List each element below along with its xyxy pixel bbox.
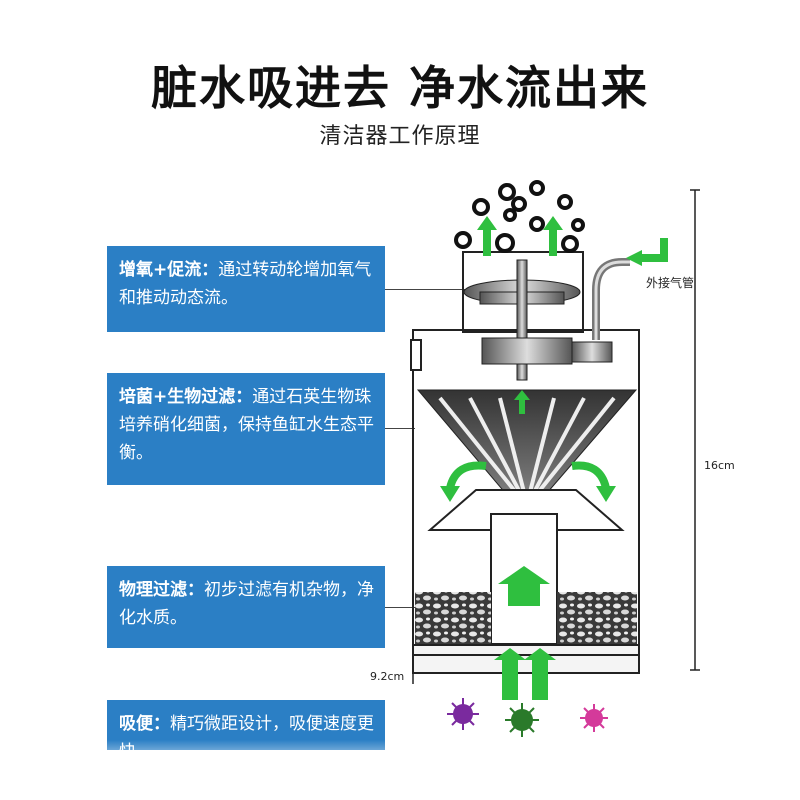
leader-line [385, 289, 475, 290]
height-label: 16cm [704, 459, 735, 472]
callout-aeration: 增氧+促流：通过转动轮增加氧气和推动动态流。 [107, 246, 385, 332]
bubble-icon [454, 180, 585, 253]
page-title: 脏水吸进去 净水流出来 [150, 61, 649, 115]
dimension-lines [412, 189, 700, 684]
diffuser-plate [427, 489, 625, 531]
curved-arrow-icon [446, 238, 668, 490]
leader-line [385, 607, 415, 608]
impeller-bottom [481, 337, 613, 365]
callout-text: 初步过滤有机杂物，净化水质。 [119, 580, 374, 628]
bottom-fade [0, 740, 800, 800]
callout-text: 通过石英生物珠培养硝化细菌，保持鱼缸水生态平衡。 [119, 387, 374, 463]
gravel-right [557, 592, 637, 644]
bio-filter-cone [416, 389, 638, 509]
up-arrow-icon [477, 216, 563, 700]
germ-icon [447, 698, 608, 737]
air-intake-label: 外接气管 [646, 276, 695, 290]
air-tube [592, 258, 630, 340]
impeller-top [463, 259, 581, 381]
callout-text: 通过转动轮增加氧气和推动动态流。 [119, 260, 372, 308]
callout-heading: 增氧+促流： [119, 260, 219, 280]
callout-heading: 培菌+生物过滤： [119, 387, 253, 407]
callout-physical-filter: 物理过滤：初步过滤有机杂物，净化水质。 [107, 566, 385, 648]
callout-heading: 吸便： [119, 714, 170, 734]
housing [410, 251, 640, 674]
gravel-left [415, 592, 491, 644]
page-subtitle: 清洁器工作原理 [319, 124, 481, 149]
callout-heading: 物理过滤： [119, 580, 204, 600]
callout-bio-filter: 培菌+生物过滤：通过石英生物珠培养硝化细菌，保持鱼缸水生态平衡。 [107, 373, 385, 485]
width-label: 9.2cm [370, 670, 405, 683]
leader-line [385, 428, 415, 429]
